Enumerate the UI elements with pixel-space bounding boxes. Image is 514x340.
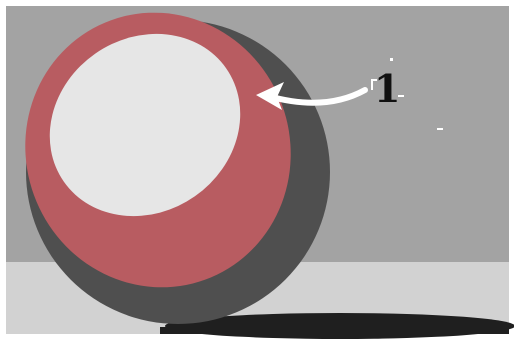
cast-shadow-edge bbox=[160, 327, 509, 334]
callout-number-label: 1 bbox=[374, 66, 400, 111]
